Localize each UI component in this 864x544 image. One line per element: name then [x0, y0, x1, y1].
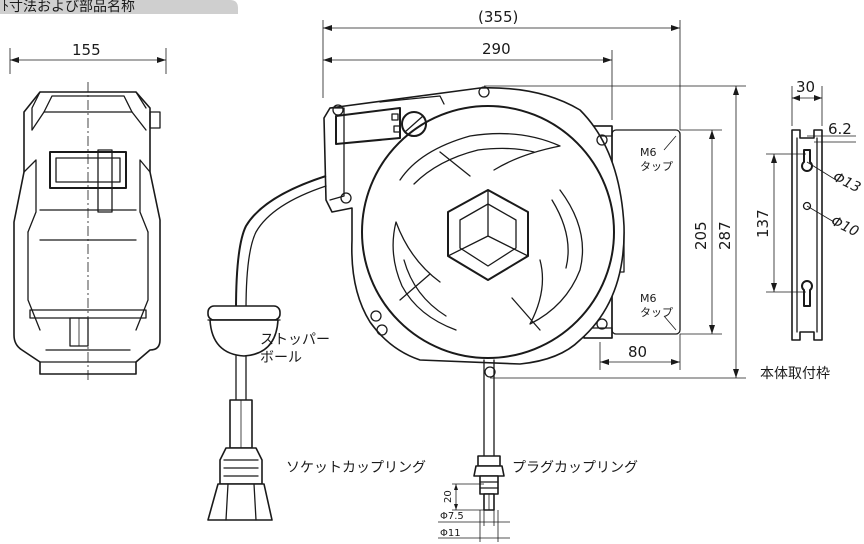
stopper-ball-label-2: ボール: [260, 350, 302, 366]
dim-overall-width: (355): [478, 8, 518, 26]
dim-frame-hole-pitch: 137: [754, 209, 772, 238]
dim-front-width: 155: [72, 41, 101, 59]
dim-coupling-outer: Φ11: [440, 528, 461, 539]
m6-tap-bottom-2: タップ: [640, 306, 673, 319]
dim-bracket-hole-pitch: 205: [692, 221, 710, 250]
stopper-ball-label-1: ストッパー: [260, 332, 330, 348]
dim-hole-large: Φ13: [830, 169, 863, 196]
dim-body-width: 290: [482, 40, 511, 58]
dim-frame-width: 30: [796, 78, 815, 96]
m6-tap-top-2: タップ: [640, 160, 673, 173]
plug-coupling-label: プラグカップリング: [512, 460, 638, 476]
section-header-text: ﾄ寸法および部品名称: [2, 0, 135, 15]
socket-coupling-label: ソケットカップリング: [286, 460, 426, 476]
dim-coupling-length: 20: [443, 490, 454, 503]
dim-frame-edge: 6.2: [828, 120, 852, 138]
dim-body-height: 287: [716, 221, 734, 250]
front-view: 155: [9, 41, 167, 380]
section-header: ﾄ寸法および部品名称: [0, 0, 238, 15]
m6-tap-top-1: M6: [640, 146, 657, 159]
side-view: (355) 290: [207, 8, 746, 542]
mount-frame-label: 本体取付枠: [760, 366, 830, 382]
dim-coupling-inner: Φ7.5: [440, 511, 464, 522]
m6-tap-bottom-1: M6: [640, 292, 657, 305]
dim-hole-small: Φ10: [828, 213, 861, 240]
mount-frame-view: 30 6.2 Φ13 Φ10 137 本体取付枠: [754, 78, 863, 382]
dim-mount-depth: 80: [628, 343, 647, 361]
